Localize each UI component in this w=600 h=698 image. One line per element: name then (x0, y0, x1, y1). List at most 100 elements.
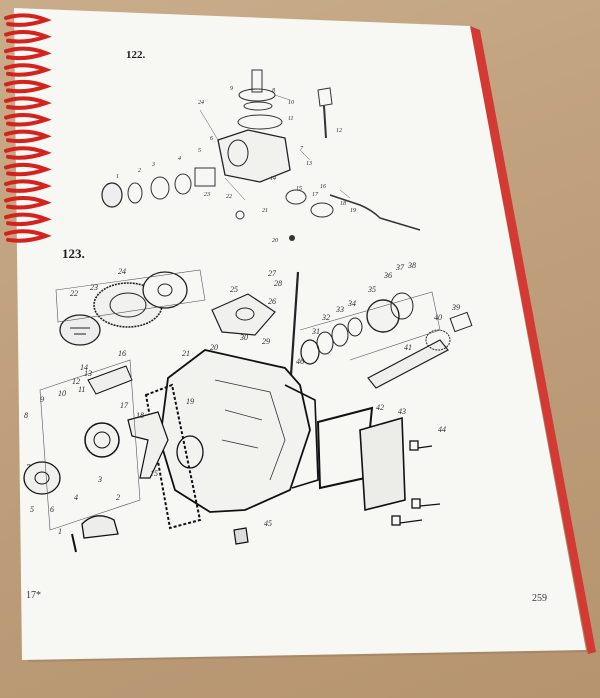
bracket-lines-123 (39, 269, 441, 531)
callout-number: 7 (26, 463, 31, 472)
callout-number: 19 (350, 208, 356, 214)
callout-number: 13 (306, 161, 312, 167)
callout-number: 13 (84, 369, 92, 378)
binding-ring (4, 146, 52, 160)
part-bearing-36 (390, 292, 414, 320)
callout-number: 22 (70, 289, 78, 298)
part-bearing-31 (300, 339, 320, 365)
callout-number: 5 (198, 148, 201, 154)
callout-number: 11 (78, 385, 85, 394)
part-bearing-34 (347, 317, 363, 337)
callout-number: 20 (210, 343, 218, 352)
callout-number: 1 (58, 527, 62, 536)
part-pulley-keyway (70, 327, 90, 335)
callout-number: 23 (90, 283, 98, 292)
callout-number: 32 (321, 313, 330, 322)
binding-ring (4, 212, 52, 227)
callout-number: 19 (186, 397, 194, 406)
part-left-cap (101, 182, 123, 208)
part-main-casing (159, 349, 311, 513)
callout-number: 17 (312, 192, 319, 198)
callout-number: 39 (451, 303, 460, 312)
footer-left: 17* (26, 590, 41, 601)
binding-ring (4, 46, 52, 61)
callout-number: 31 (311, 327, 320, 336)
part-gasket-18 (144, 383, 202, 530)
page-number: 259 (532, 593, 547, 604)
callout-number: 37 (395, 263, 405, 272)
callout-number: 16 (320, 184, 326, 190)
callout-number: 17 (120, 401, 129, 410)
callout-number: 41 (404, 343, 412, 352)
part-casing-ribs (214, 379, 286, 481)
part-shaft-gear (425, 329, 451, 351)
part-ring-gear-hub (109, 292, 147, 318)
part-clutch-hub (157, 283, 173, 297)
part-top-cover (211, 293, 276, 336)
callout-number: 25 (230, 285, 238, 294)
part-cap-bolt (71, 533, 77, 553)
part-pulley (59, 314, 101, 346)
part-screw-20 (289, 235, 295, 241)
part-bearing-3 (84, 422, 120, 458)
binding-ring (4, 13, 52, 27)
callout-number: 6 (50, 505, 54, 514)
callout-number: 7 (300, 146, 304, 152)
callout-number: 9 (230, 86, 233, 92)
callout-number: 34 (347, 299, 356, 308)
figure-122-title: 122. (126, 49, 146, 61)
callout-number: 12 (72, 377, 80, 386)
callout-number: 28 (274, 279, 282, 288)
part-main-shaft (367, 339, 449, 389)
part-gasket (237, 114, 283, 130)
callout-number: 18 (136, 411, 144, 420)
callout-number: 38 (407, 261, 416, 270)
figure-123-title: 123. (62, 246, 85, 261)
callout-number: 4 (74, 493, 78, 502)
binding-ring (4, 96, 52, 110)
binding-ring (4, 30, 52, 44)
callout-number: 3 (151, 162, 155, 168)
part-bearing-3-inner (93, 431, 111, 449)
binding-ring (4, 162, 52, 177)
callout-number: 42 (376, 403, 384, 412)
callout-number: 1 (116, 174, 119, 180)
callout-number: 24 (118, 267, 126, 276)
callout-number: 40 (434, 313, 442, 322)
callout-number: 2 (116, 493, 120, 502)
part-ring-c (174, 173, 192, 195)
cover-edge (470, 26, 596, 654)
spiral-binding (4, 13, 52, 243)
part-shift-fork (127, 411, 169, 479)
callout-number: 45 (264, 519, 272, 528)
figure-123: 123. (23, 246, 473, 553)
callout-number: 3 (97, 475, 102, 484)
part-ring-a (127, 182, 143, 204)
callout-number: 35 (367, 285, 376, 294)
callout-number: 30 (239, 333, 248, 342)
callout-number: 10 (58, 389, 66, 398)
binding-ring (4, 113, 52, 127)
part-bolts-right (391, 440, 441, 526)
part-bearing-cap-1 (81, 515, 119, 539)
callout-number: 20 (272, 238, 278, 244)
callout-number: 14 (270, 175, 276, 182)
binding-ring (4, 179, 52, 193)
callout-number: 36 (383, 271, 392, 280)
binding-ring (4, 229, 52, 243)
part-bushing-39 (449, 311, 473, 333)
callout-number: 22 (226, 194, 232, 200)
part-sleeve (194, 167, 216, 187)
binding-ring (4, 79, 52, 94)
callout-number: 29 (262, 337, 270, 346)
callout-number: 33 (335, 305, 344, 314)
part-seal (243, 101, 273, 111)
callout-number: 43 (398, 407, 406, 416)
part-cable (329, 194, 421, 231)
callout-number: 12 (336, 128, 342, 134)
part-casing-flange (284, 384, 319, 489)
part-ring-d (285, 189, 307, 205)
part-dipstick (288, 271, 300, 391)
document-page (14, 8, 586, 660)
